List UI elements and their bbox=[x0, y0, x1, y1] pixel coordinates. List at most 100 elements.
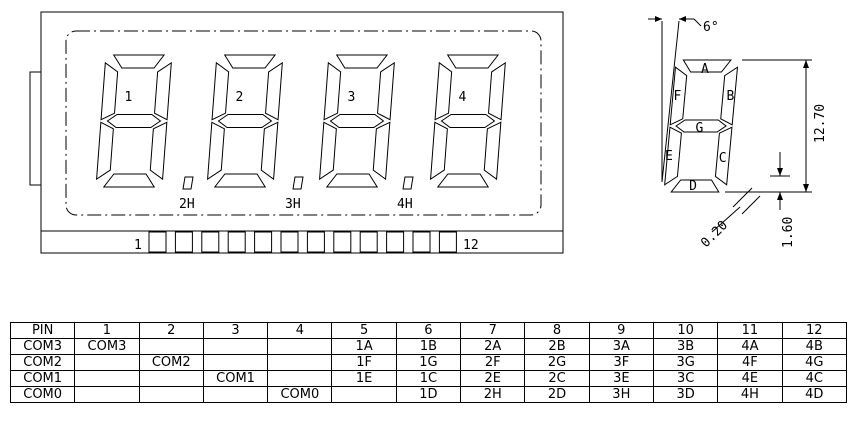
segment-label-b: B bbox=[726, 89, 734, 104]
table-cell: 1G bbox=[395, 354, 462, 371]
gap-leader-line bbox=[711, 206, 741, 233]
table-cell bbox=[267, 354, 333, 371]
segment-a bbox=[223, 54, 277, 69]
segment-label-c: C bbox=[719, 151, 727, 166]
decimal-label-4h: 4H bbox=[397, 197, 413, 212]
table-cell: COM0 bbox=[9, 386, 76, 403]
table-cell bbox=[74, 386, 140, 403]
table-cell: 1E bbox=[331, 370, 397, 387]
table-cell: 2F bbox=[460, 354, 526, 371]
header-cell: 11 bbox=[717, 322, 783, 339]
table-cell bbox=[267, 370, 333, 387]
table-cell: 3G bbox=[652, 354, 719, 371]
segment-g bbox=[675, 119, 727, 133]
table-cell: 2H bbox=[460, 386, 526, 403]
table-cell: 2B bbox=[524, 338, 590, 355]
table-cell bbox=[138, 386, 204, 403]
pin-row bbox=[148, 231, 457, 253]
header-cell: 8 bbox=[524, 322, 590, 339]
gap-label: 0.20 bbox=[698, 218, 731, 251]
pin-pad bbox=[359, 231, 378, 253]
table-cell: 1A bbox=[331, 338, 397, 355]
offset-label: 1.60 bbox=[781, 217, 796, 248]
decimal-point-2 bbox=[182, 176, 194, 190]
table-cell: 2C bbox=[524, 370, 590, 387]
segment-c bbox=[260, 121, 279, 181]
segment-d bbox=[670, 179, 720, 193]
segment-e bbox=[96, 121, 114, 181]
table-cell: 3H bbox=[588, 386, 654, 403]
segment-label-g: G bbox=[696, 121, 704, 136]
segment-label-a: A bbox=[701, 62, 709, 77]
header-cell: 4 bbox=[267, 322, 333, 339]
table-cell: 4E bbox=[717, 370, 783, 387]
table-cell: COM0 bbox=[267, 386, 333, 403]
offset-arrow-bottom bbox=[777, 192, 783, 200]
table-cell: 4A bbox=[717, 338, 783, 355]
table-cell: 1D bbox=[395, 386, 462, 403]
segment-g bbox=[217, 114, 273, 128]
table-cell: COM2 bbox=[9, 354, 76, 371]
table-cell: 4H bbox=[717, 386, 783, 403]
table-cell: 3B bbox=[652, 338, 719, 355]
segment-f bbox=[669, 66, 688, 126]
table-cell: COM2 bbox=[138, 354, 204, 371]
table-cell: 3D bbox=[652, 386, 719, 403]
segment-e bbox=[430, 121, 448, 181]
table-cell: 3F bbox=[588, 354, 654, 371]
digit-number: 1 bbox=[124, 90, 132, 105]
table-cell bbox=[202, 354, 269, 371]
table-cell: 1B bbox=[395, 338, 462, 355]
table-cell bbox=[138, 370, 204, 387]
segment-b bbox=[377, 61, 395, 121]
digit-number: 4 bbox=[458, 90, 466, 105]
header-cell: 6 bbox=[395, 322, 462, 339]
angle-leader bbox=[693, 18, 702, 27]
table-cell: 4G bbox=[781, 354, 848, 371]
segment-label-e: E bbox=[665, 149, 673, 164]
decimal-point-3 bbox=[292, 176, 304, 190]
digit-4: 4 bbox=[430, 54, 506, 188]
table-cell: 1F bbox=[331, 354, 397, 371]
angle-tilt-line bbox=[661, 20, 680, 183]
header-cell: 2 bbox=[138, 322, 204, 339]
table-cell: 3A bbox=[588, 338, 654, 355]
segment-f bbox=[100, 61, 119, 121]
pin-pad bbox=[333, 231, 352, 253]
segment-c bbox=[714, 126, 733, 186]
table-cell: COM1 bbox=[9, 370, 76, 387]
angle-label: 6° bbox=[703, 20, 719, 35]
segment-f bbox=[211, 61, 230, 121]
table-cell: 4D bbox=[781, 386, 848, 403]
table-cell bbox=[331, 386, 397, 403]
table-cell: 3C bbox=[652, 370, 719, 387]
height-arrow-top bbox=[803, 60, 809, 68]
segment-b bbox=[488, 61, 506, 121]
pin-pad bbox=[148, 231, 167, 253]
side-tab bbox=[29, 71, 41, 186]
gap-leader-inner bbox=[741, 195, 761, 215]
pin-pad bbox=[227, 231, 246, 253]
pin-pad bbox=[174, 231, 193, 253]
segment-b bbox=[265, 61, 283, 121]
segment-e bbox=[319, 121, 337, 181]
table-cell: COM1 bbox=[202, 370, 269, 387]
viewing-area-outline bbox=[65, 30, 542, 216]
pin-pad bbox=[386, 231, 405, 253]
segment-g bbox=[440, 114, 496, 128]
segment-b bbox=[720, 66, 739, 126]
segment-d bbox=[102, 173, 156, 188]
pin-pad bbox=[201, 231, 220, 253]
pin-pad bbox=[306, 231, 325, 253]
table-cell: 4F bbox=[717, 354, 783, 371]
table-cell: 2A bbox=[460, 338, 526, 355]
angle-arrow-right bbox=[679, 16, 686, 22]
height-label: 12.70 bbox=[813, 104, 828, 143]
table-cell bbox=[74, 354, 140, 371]
digit-2: 2 bbox=[207, 54, 283, 188]
